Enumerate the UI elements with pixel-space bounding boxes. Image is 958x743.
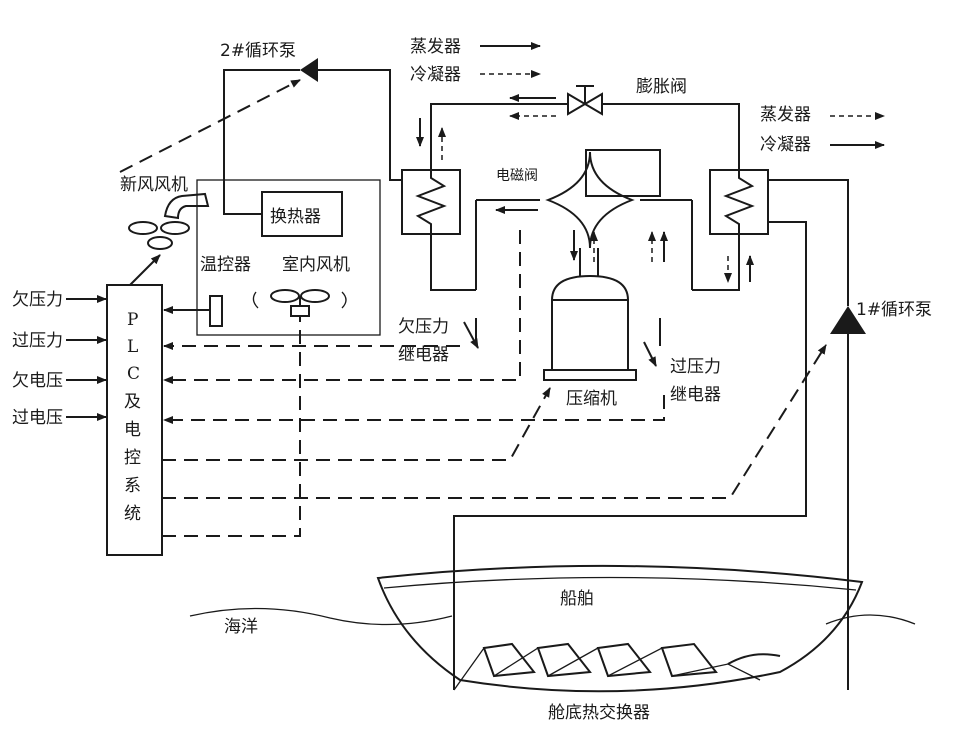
indoor-fan-label: 室内风机	[282, 255, 350, 275]
ship-deck-line	[383, 576, 857, 591]
compressor-body	[551, 299, 629, 371]
ship-section: 海洋 船舶 舱底热交换器	[189, 564, 916, 723]
solenoid-valve-label: 电磁阀	[496, 168, 538, 184]
plc-char-8: 统	[124, 504, 141, 524]
signal-to-indoor-fan	[162, 316, 301, 537]
expansion-valve-label: 膨胀阀	[636, 77, 687, 97]
over-pressure-relay-arrow	[643, 341, 657, 367]
solenoid-valve-signal	[163, 230, 521, 384]
four-way-valve-housing	[585, 149, 661, 197]
pump2-label: 2#循环泵	[220, 41, 296, 61]
thermostat-symbol	[209, 295, 223, 327]
legend-right-evaporator-label: 蒸发器	[760, 105, 811, 125]
signal-to-pump1	[162, 344, 827, 499]
plc-char-6: 控	[124, 448, 141, 468]
legend-right-condenser-label: 冷凝器	[760, 135, 811, 155]
fresh-air-fan-icon	[128, 221, 190, 250]
right-coil-zigzag	[723, 170, 755, 234]
under-pressure-relay-arrow	[463, 321, 479, 349]
compressor: 压缩机	[543, 230, 637, 409]
signal-to-fresh-air-fan	[129, 254, 161, 286]
signal-to-pump2	[119, 79, 301, 173]
expansion-valve-symbol	[567, 85, 603, 116]
plc-char-5: 电	[124, 420, 141, 440]
signal-to-compressor	[162, 387, 551, 461]
legend-left: 蒸发器 冷凝器	[410, 37, 541, 85]
ocean-surface-left	[189, 607, 453, 626]
plc-char-2: L	[127, 337, 138, 357]
compressor-dome	[550, 274, 630, 301]
indoor-unit: 换热器 温控器 室内风机	[196, 179, 381, 336]
pump2-return-line	[318, 69, 402, 181]
four-way-valve-symbol	[545, 151, 635, 249]
over-pressure-relay-label-2: 继电器	[670, 385, 721, 405]
pump1-return-line	[453, 221, 807, 690]
input-over-voltage-label: 过电压	[12, 408, 63, 428]
thermostat-label: 温控器	[200, 255, 251, 275]
pump2-loop: 2#循环泵	[220, 41, 402, 215]
heat-exchanger-label: 换热器	[270, 207, 321, 227]
compressor-label: 压缩机	[566, 389, 617, 409]
top-pipe-left	[430, 103, 568, 170]
legend-left-evaporator-label: 蒸发器	[410, 37, 461, 57]
input-over-pressure-label: 过压力	[12, 331, 63, 351]
ship-label: 船舶	[560, 589, 594, 609]
pump1-loop: 1#循环泵	[453, 179, 932, 690]
plc-controller: P L C 及 电 控 系 统	[106, 284, 163, 556]
plc-box	[106, 284, 163, 556]
pump2-symbol	[300, 58, 318, 82]
under-pressure-relay-label-1: 欠压力	[398, 317, 449, 337]
compressor-base	[543, 369, 637, 381]
plc-inputs: 欠压力 过压力 欠电压 过电压	[12, 290, 107, 428]
input-under-voltage-label: 欠电压	[12, 371, 63, 391]
plc-char-4: 及	[124, 392, 141, 412]
fresh-air-duct-icon	[163, 192, 210, 220]
pump1-symbol	[830, 306, 866, 334]
right-coil-bottom-pipe	[692, 234, 740, 291]
ship-hull	[376, 564, 864, 693]
pump2-supply-line	[223, 69, 300, 215]
ocean-label: 海洋	[224, 617, 258, 637]
top-pipe-right	[602, 103, 740, 170]
pump1-label: 1#循环泵	[856, 300, 932, 320]
plc-char-3: C	[127, 364, 140, 384]
fresh-air-fan-label: 新风风机	[120, 175, 188, 195]
left-coil-zigzag	[415, 170, 447, 234]
indoor-fan-icon	[252, 289, 347, 317]
pump1-top-line	[768, 179, 849, 306]
plc-char-7: 系	[124, 476, 141, 496]
hull-exchanger-coils	[453, 642, 781, 691]
legend-right: 蒸发器 冷凝器	[760, 105, 885, 155]
under-pressure-relay-label-2: 继电器	[398, 345, 449, 365]
heat-exchanger-box	[261, 191, 343, 237]
plc-char-1: P	[127, 310, 138, 330]
legend-left-condenser-label: 冷凝器	[410, 65, 461, 85]
left-coil-bottom-pipe	[430, 234, 476, 291]
hull-exchanger-label: 舱底热交换器	[548, 703, 650, 723]
over-pressure-relay-signal	[163, 395, 665, 424]
control-signal-lines	[119, 79, 827, 537]
ocean-surface-right	[825, 614, 916, 625]
indoor-unit-frame	[196, 179, 381, 336]
over-pressure-relay-label-1: 过压力	[670, 357, 721, 377]
input-under-pressure-label: 欠压力	[12, 290, 63, 310]
fresh-air-fan: 新风风机	[120, 175, 210, 250]
refrigerant-circuit: 膨胀阀 电磁阀 压缩机	[398, 77, 769, 409]
